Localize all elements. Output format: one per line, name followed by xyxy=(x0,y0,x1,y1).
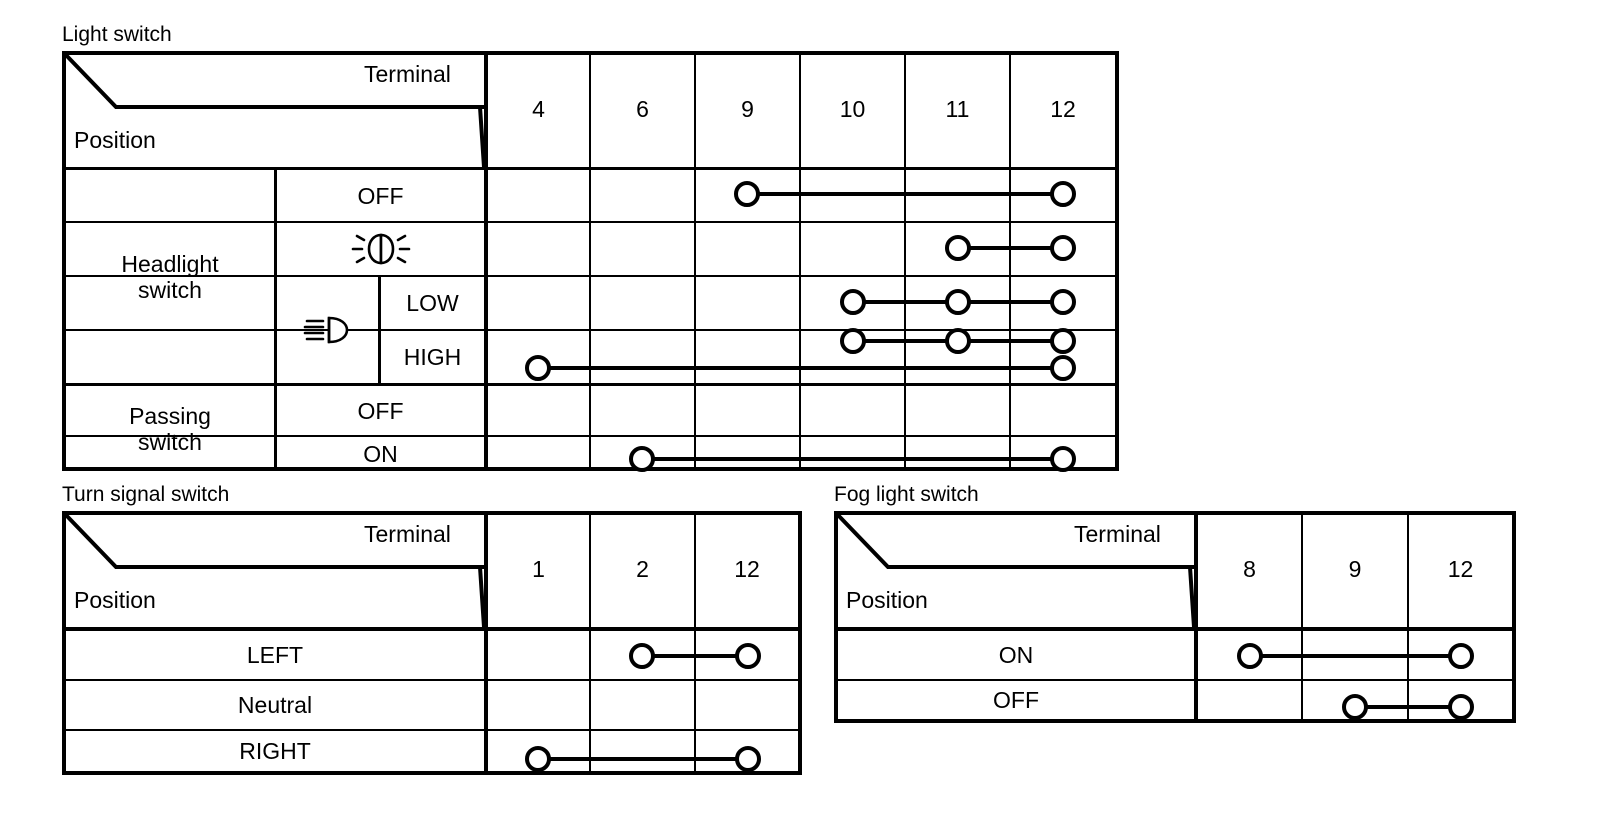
contact-dot xyxy=(840,289,866,315)
position-low: LOW xyxy=(406,290,459,316)
col-divider-2-12 xyxy=(694,511,696,775)
border-right xyxy=(798,511,802,775)
terminal-header-12: 12 xyxy=(1447,556,1474,582)
terminal-label: Terminal xyxy=(1074,521,1161,547)
position-high: HIGH xyxy=(403,344,462,370)
fog-light-grid: Terminal Position 8 9 12 ON OFF xyxy=(834,511,1516,723)
low-beam-icon xyxy=(277,277,378,383)
beam-sub-divider xyxy=(378,275,381,383)
row-sep-2 xyxy=(62,729,802,731)
group-label-passing-switch: Passing switch xyxy=(129,402,211,455)
contact-dot xyxy=(945,289,971,315)
col-divider-4-6 xyxy=(589,51,591,471)
group-label-headlight-switch: Headlight switch xyxy=(121,250,219,303)
position-light-icon xyxy=(277,223,484,275)
position-left: LEFT xyxy=(246,642,304,668)
border-left xyxy=(834,511,838,723)
contact-dot xyxy=(734,181,760,207)
contact-dot xyxy=(1448,643,1474,669)
contact-dot xyxy=(1050,235,1076,261)
header-vertical-divider xyxy=(484,51,488,471)
corner-splitter xyxy=(834,511,1196,628)
row-sep-header xyxy=(834,627,1516,631)
border-right xyxy=(1512,511,1516,723)
col-divider-9-12 xyxy=(1407,511,1409,723)
contact-dot xyxy=(945,235,971,261)
terminal-header-12: 12 xyxy=(1050,96,1076,122)
continuity-overlay xyxy=(1237,643,1474,720)
terminal-header-1: 1 xyxy=(532,556,545,582)
continuity-overlay xyxy=(525,643,761,772)
terminal-header-6: 6 xyxy=(636,96,649,122)
terminal-label: Terminal xyxy=(364,521,451,547)
contact-dot xyxy=(735,746,761,772)
border-left xyxy=(62,51,66,471)
terminal-header-9: 9 xyxy=(741,96,754,122)
light-switch-caption: Light switch xyxy=(62,23,172,46)
contact-dot xyxy=(525,746,551,772)
contact-dot xyxy=(735,643,761,669)
row-sep-1 xyxy=(62,679,802,681)
position-on: ON xyxy=(998,642,1034,668)
position-label: Position xyxy=(74,127,156,153)
contact-dot xyxy=(1050,328,1076,354)
contact-dot xyxy=(1448,694,1474,720)
turn-signal-grid: Terminal Position 1 2 12 LEFT Neutral RI… xyxy=(62,511,802,775)
contact-dot xyxy=(1342,694,1368,720)
terminal-header-2: 2 xyxy=(636,556,649,582)
position-label: Position xyxy=(846,587,928,613)
border-top xyxy=(62,511,802,515)
col-divider-1-2 xyxy=(589,511,591,775)
terminal-header-10: 10 xyxy=(839,96,866,122)
row-sep-1 xyxy=(834,679,1516,681)
corner-splitter xyxy=(62,511,486,628)
corner-splitter xyxy=(62,51,486,168)
contact-dot xyxy=(1050,355,1076,381)
position-neutral: Neutral xyxy=(237,692,313,718)
col-divider-6-9 xyxy=(694,51,696,471)
terminal-header-12: 12 xyxy=(734,556,760,582)
contact-dot xyxy=(840,328,866,354)
header-vertical-divider xyxy=(1194,511,1198,723)
border-bottom xyxy=(834,719,1516,723)
border-right xyxy=(1115,51,1119,471)
group-column-divider xyxy=(274,167,277,471)
terminal-header-4: 4 xyxy=(532,96,545,122)
fog-light-switch-caption: Fog light switch xyxy=(834,483,979,506)
position-right: RIGHT xyxy=(239,738,311,764)
contact-dot xyxy=(1237,643,1263,669)
col-divider-9-10 xyxy=(799,51,801,471)
light-switch-table: Light switch Terminal Position xyxy=(62,23,1119,472)
position-off-passing: OFF xyxy=(357,397,404,424)
terminal-header-8: 8 xyxy=(1243,556,1256,582)
position-on-passing: ON xyxy=(363,441,398,467)
contact-dot xyxy=(629,446,655,472)
continuity-overlay xyxy=(525,181,1076,472)
contact-dot xyxy=(629,643,655,669)
col-divider-11-12 xyxy=(1009,51,1011,471)
terminal-header-9: 9 xyxy=(1348,556,1362,582)
contact-dot xyxy=(525,355,551,381)
terminal-header-11: 11 xyxy=(945,96,970,122)
border-bottom xyxy=(62,771,802,775)
header-vertical-divider xyxy=(484,511,488,775)
col-divider-8-9 xyxy=(1301,511,1303,723)
turn-signal-switch-table: Turn signal switch Terminal Position 1 2… xyxy=(62,484,802,775)
position-off-headlight: OFF xyxy=(357,182,404,209)
contact-dot xyxy=(945,328,971,354)
contact-dot xyxy=(1050,446,1076,472)
contact-dot xyxy=(1050,181,1076,207)
border-top xyxy=(834,511,1516,515)
border-left xyxy=(62,511,66,775)
terminal-label: Terminal xyxy=(364,61,451,87)
turn-signal-switch-caption: Turn signal switch xyxy=(62,483,230,506)
fog-light-switch-table: Fog light switch Terminal Position 8 9 1… xyxy=(834,484,1516,723)
position-off: OFF xyxy=(993,687,1039,713)
light-switch-grid: Terminal Position 4 6 9 10 11 12 Headlig… xyxy=(62,51,1119,472)
col-divider-10-11 xyxy=(904,51,906,471)
row-sep-header xyxy=(62,627,802,631)
position-label: Position xyxy=(74,587,156,613)
contact-dot xyxy=(1050,289,1076,315)
